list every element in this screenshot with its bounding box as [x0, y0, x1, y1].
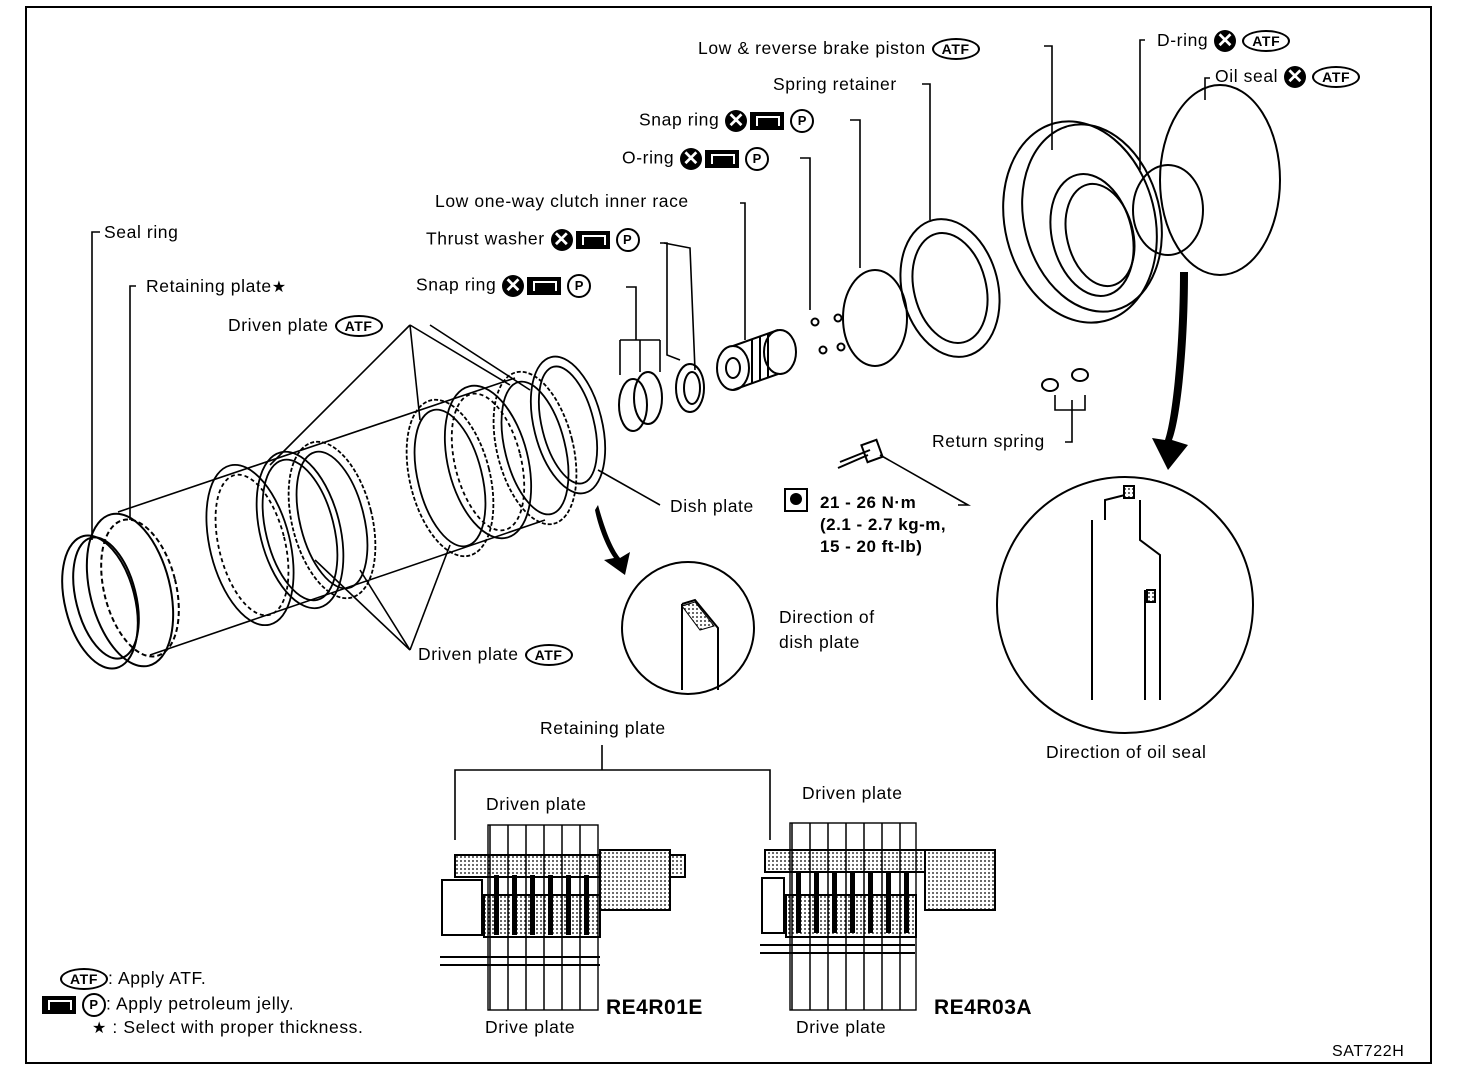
legend-jelly: P: Apply petroleum jelly.: [42, 993, 294, 1017]
return-spring-art: [1041, 368, 1089, 392]
oil-seal-detail: [996, 476, 1254, 734]
jelly-icon: [705, 150, 740, 168]
plate-bar: [548, 875, 553, 935]
plate-bar: [530, 875, 535, 935]
x-icon: ✕: [550, 229, 573, 251]
label-driven-plate-right: Driven plate: [802, 783, 903, 803]
plate-bar: [494, 875, 499, 935]
x-icon: ✕: [725, 110, 748, 132]
cross-section-right: [760, 822, 996, 1011]
label-retaining-plate-bottom: Retaining plate: [540, 718, 666, 738]
plate-bar: [584, 875, 589, 935]
dish-plate-detail: [621, 561, 755, 695]
label-thrust-washer: Thrust washer✕P: [426, 228, 640, 252]
leader-lines: [91, 39, 1210, 840]
x-icon: ✕: [680, 148, 703, 170]
label-seal-ring: Seal ring: [104, 222, 179, 242]
plate-bar: [796, 873, 801, 933]
label-driven-plate-left: Driven plate: [486, 794, 587, 814]
label-d-ring: D-ring✕ATF: [1157, 30, 1291, 53]
torque-spec: 21 - 26 N·m (2.1 - 2.7 kg-m, 15 - 20 ft-…: [820, 492, 946, 558]
seal-ring-art: [61, 512, 180, 670]
snap-ring-top-art: [842, 269, 908, 367]
jelly-icon: [575, 231, 610, 249]
star-icon: ★: [271, 279, 287, 296]
star-icon: ★: [92, 1020, 107, 1037]
label-spring-retainer: Spring retainer: [773, 74, 897, 94]
torque-ftlb: 15 - 20 ft-lb): [820, 537, 923, 556]
arrow-dish: [595, 505, 630, 575]
jelly-icon: [527, 277, 562, 295]
d-ring-art: [1132, 164, 1204, 256]
jelly-icon: [42, 996, 76, 1014]
jelly-icon: [750, 112, 785, 130]
label-low-one-way-clutch: Low one-way clutch inner race: [435, 191, 689, 211]
label-direction-oil-seal: Direction of oil seal: [1046, 742, 1207, 762]
inner-race-art: [716, 329, 797, 391]
torque-wrench-icon: [784, 488, 808, 512]
torque-nm: 21 - 26 N·m: [820, 493, 917, 512]
spring-retainer-art: [899, 218, 1001, 358]
x-icon: ✕: [1214, 30, 1237, 53]
plate-bar: [566, 875, 571, 935]
figure-code: SAT722H: [1332, 1043, 1405, 1060]
label-retaining-plate: Retaining plate★: [146, 276, 287, 296]
plate-bar: [512, 875, 517, 935]
oil-seal-art: [1159, 84, 1281, 276]
label-oil-seal: Oil seal✕ATF: [1215, 66, 1361, 89]
plate-bar: [814, 873, 819, 933]
legend-star: ★ : Select with proper thickness.: [92, 1017, 364, 1037]
x-icon: ✕: [1284, 66, 1307, 89]
plate-bar: [904, 873, 909, 933]
label-return-spring: Return spring: [932, 431, 1045, 451]
snap-ring-washer-art: [618, 363, 705, 432]
piston-art: [1002, 120, 1163, 324]
plate-bar: [868, 873, 873, 933]
bolt-art: [837, 438, 884, 469]
plate-bar: [832, 873, 837, 933]
label-direction-dish-plate: Direction of dish plate: [779, 607, 875, 652]
label-drive-plate-right: Drive plate: [796, 1017, 887, 1037]
arrow-oilseal: [1152, 272, 1188, 470]
x-icon: ✕: [502, 275, 525, 297]
label-snap-ring-top: Snap ring✕P: [639, 109, 815, 133]
label-dish-plate: Dish plate: [670, 496, 754, 516]
cross-section-left: [440, 824, 686, 1011]
torque-kgm: (2.1 - 2.7 kg-m,: [820, 515, 947, 534]
diagram-frame: [25, 6, 1432, 1064]
label-drive-plate-left: Drive plate: [485, 1017, 576, 1037]
o-rings-art: [810, 313, 846, 355]
label-o-ring: O-ring✕P: [622, 147, 770, 171]
plate-bar: [850, 873, 855, 933]
clutch-plates-art: [205, 355, 606, 627]
model-re4r03a: RE4R03A: [934, 996, 1033, 1019]
label-snap-ring-mid: Snap ring✕P: [416, 274, 592, 298]
model-re4r01e: RE4R01E: [606, 996, 703, 1019]
legend-atf: ATF: Apply ATF.: [60, 968, 206, 991]
plate-bar: [886, 873, 891, 933]
